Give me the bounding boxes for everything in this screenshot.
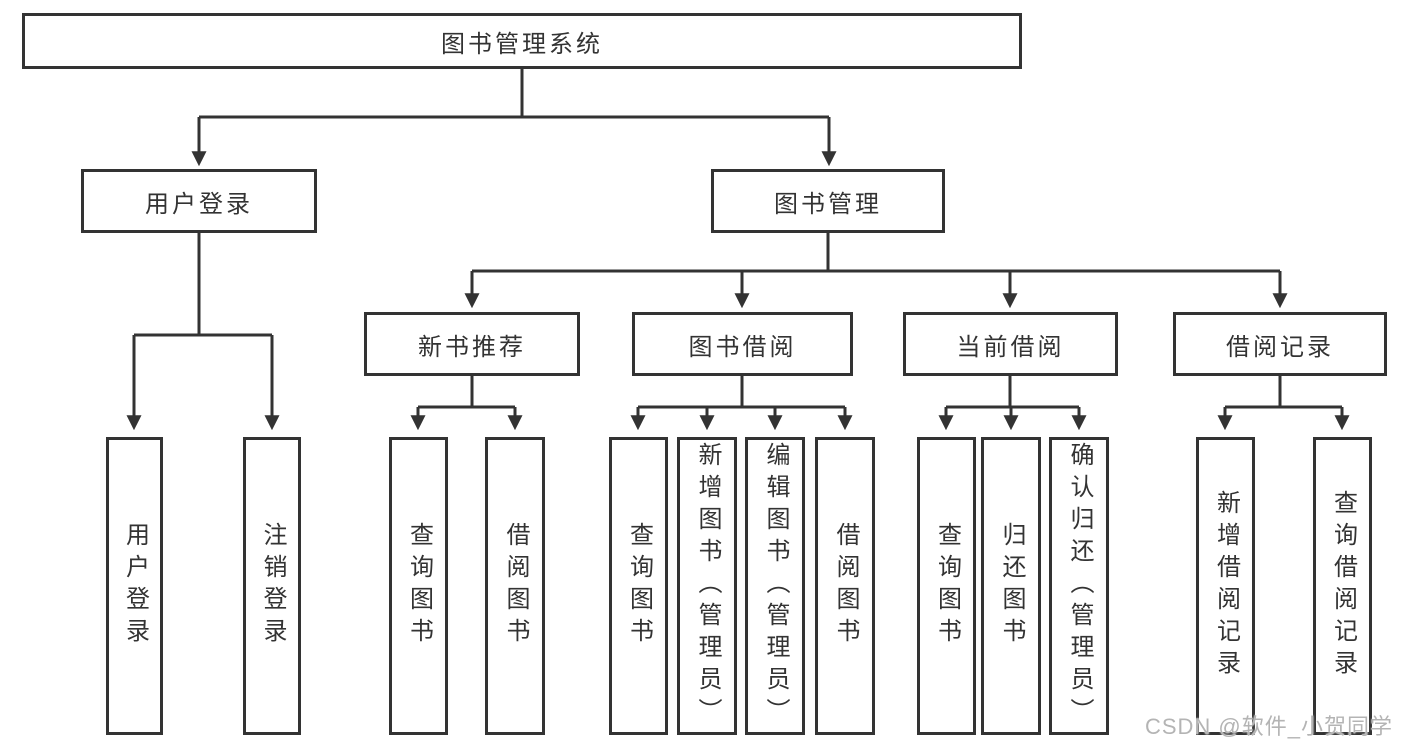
leaf-query-books-recommend-label: 查询图书 — [405, 522, 433, 650]
leaf-edit-book-admin: 编辑图书（管理员） — [745, 437, 805, 735]
leaf-query-books-current-label: 查询图书 — [933, 522, 961, 650]
leaf-query-borrow-record: 查询借阅记录 — [1313, 437, 1372, 735]
node-new-book-recommendation-label: 新书推荐 — [418, 333, 526, 361]
watermark: CSDN @软件_小贺同学 — [1144, 714, 1393, 739]
node-book-borrowing: 图书借阅 — [632, 312, 853, 376]
leaf-query-books-current: 查询图书 — [917, 437, 976, 735]
leaf-user-login: 用户登录 — [106, 437, 163, 735]
connector-group — [126, 68, 1350, 431]
leaf-confirm-return-admin: 确认归还（管理员） — [1049, 437, 1109, 735]
node-user-login-label: 用户登录 — [145, 190, 253, 218]
node-book-management: 图书管理 — [711, 169, 945, 233]
node-user-login: 用户登录 — [81, 169, 317, 233]
leaf-query-books-recommend: 查询图书 — [389, 437, 448, 735]
leaf-borrow-books: 借阅图书 — [815, 437, 875, 735]
leaf-add-book-admin-label: 新增图书（管理员） — [694, 442, 721, 730]
leaf-query-borrow-record-label: 查询借阅记录 — [1329, 490, 1357, 682]
node-library-management-system: 图书管理系统 — [22, 13, 1022, 69]
leaf-confirm-return-admin-label: 确认归还（管理员） — [1066, 442, 1093, 730]
node-borrowing-records: 借阅记录 — [1173, 312, 1387, 376]
leaf-logout: 注销登录 — [243, 437, 301, 735]
leaf-logout-label: 注销登录 — [259, 522, 286, 650]
node-current-borrowing-label: 当前借阅 — [956, 333, 1065, 361]
leaf-query-books-borrow: 查询图书 — [609, 437, 668, 735]
node-current-borrowing: 当前借阅 — [903, 312, 1118, 376]
leaf-edit-book-admin-label: 编辑图书（管理员） — [762, 442, 789, 730]
leaf-borrow-books-recommend: 借阅图书 — [485, 437, 545, 735]
leaf-add-borrow-record: 新增借阅记录 — [1196, 437, 1255, 735]
leaf-add-book-admin: 新增图书（管理员） — [677, 437, 737, 735]
node-book-management-label: 图书管理 — [774, 190, 882, 218]
leaf-borrow-books-recommend-label: 借阅图书 — [502, 522, 529, 650]
node-library-management-system-label: 图书管理系统 — [441, 30, 603, 58]
node-new-book-recommendation: 新书推荐 — [364, 312, 580, 376]
leaf-borrow-books-label: 借阅图书 — [832, 522, 859, 650]
leaf-return-books: 归还图书 — [981, 437, 1041, 735]
node-borrowing-records-label: 借阅记录 — [1226, 333, 1334, 361]
leaf-return-books-label: 归还图书 — [998, 522, 1025, 650]
leaf-add-borrow-record-label: 新增借阅记录 — [1212, 490, 1240, 682]
leaf-query-books-borrow-label: 查询图书 — [625, 522, 653, 650]
leaf-user-login-label: 用户登录 — [121, 522, 149, 650]
node-book-borrowing-label: 图书借阅 — [688, 333, 797, 361]
